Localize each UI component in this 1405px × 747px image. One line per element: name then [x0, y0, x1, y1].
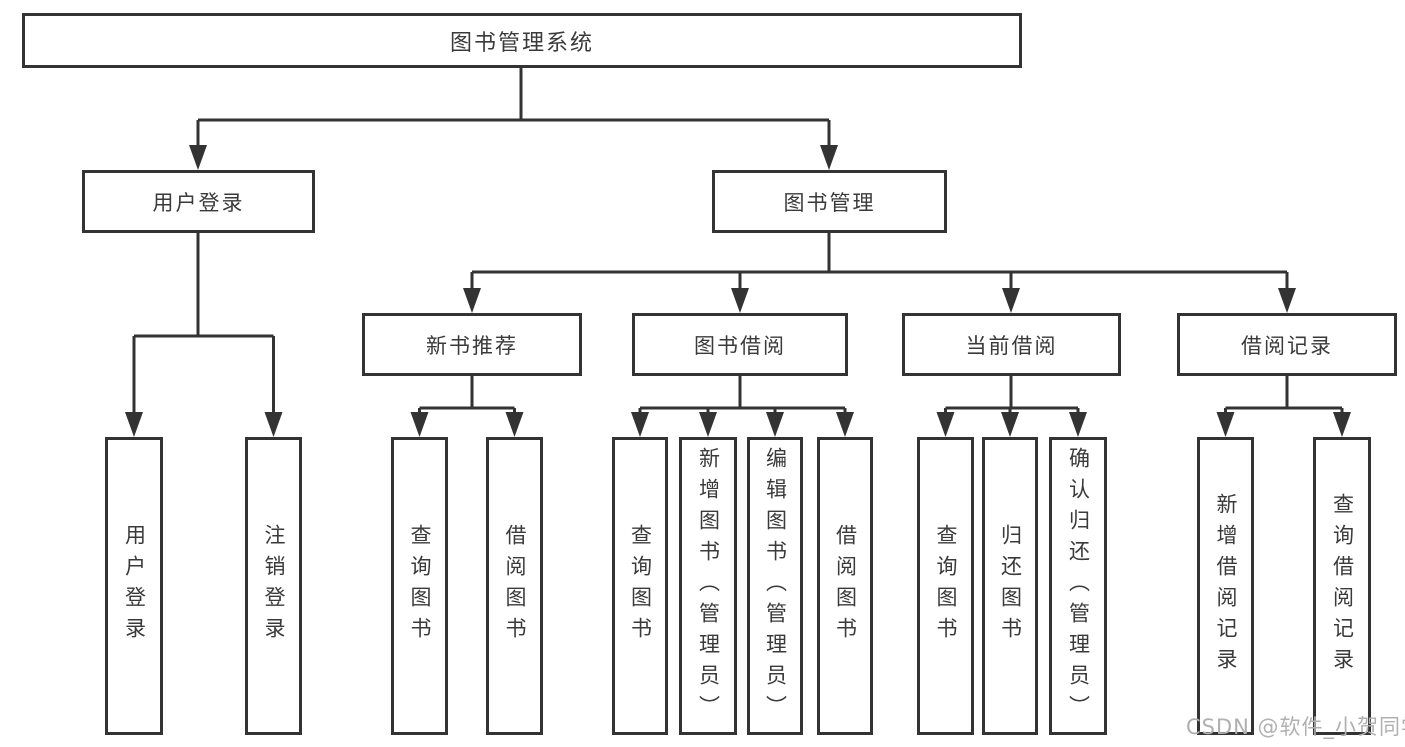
- leaf-user-login: 用户登录: [105, 437, 163, 735]
- connector-user-login-to-leaves: [132, 233, 275, 415]
- node-borrow-records: 借阅记录: [1177, 313, 1397, 376]
- node-user-login: 用户登录: [82, 170, 315, 233]
- csdn-watermark: CSDN @软件_小贺同学: [1186, 715, 1405, 739]
- leaf-cb-confirm-return-admin-label: 确认归还（管理员）: [1066, 446, 1091, 726]
- node-current-borrow-label: 当前借阅: [965, 333, 1058, 358]
- leaf-br-add-record: 新增借阅记录: [1197, 437, 1254, 735]
- node-user-login-label: 用户登录: [152, 190, 245, 215]
- leaf-nbr-borrow-books: 借阅图书: [486, 437, 543, 735]
- connector-root-to-level2: [196, 68, 831, 148]
- node-book-borrow-label: 图书借阅: [694, 333, 786, 358]
- node-borrow-records-label: 借阅记录: [1241, 333, 1333, 358]
- leaf-nbr-query-books: 查询图书: [391, 437, 448, 735]
- leaf-bb-borrow-books-label: 借阅图书: [833, 524, 858, 648]
- node-new-book-recommend: 新书推荐: [362, 313, 582, 376]
- leaf-bb-add-books-admin-label: 新增图书（管理员）: [696, 446, 721, 726]
- leaf-bb-query-books-label: 查询图书: [628, 524, 653, 648]
- node-library-management-system: 图书管理系统: [22, 13, 1022, 68]
- node-library-management-system-label: 图书管理系统: [449, 30, 594, 56]
- leaf-bb-add-books-admin: 新增图书（管理员）: [679, 437, 737, 735]
- node-current-borrow: 当前借阅: [902, 313, 1121, 376]
- leaf-nbr-borrow-books-label: 借阅图书: [503, 524, 527, 648]
- node-new-book-recommend-label: 新书推荐: [426, 333, 518, 358]
- leaf-nbr-query-books-label: 查询图书: [408, 524, 432, 648]
- leaf-logout: 注销登录: [245, 437, 302, 735]
- node-book-borrow: 图书借阅: [632, 313, 848, 376]
- leaf-bb-edit-books-admin-label: 编辑图书（管理员）: [763, 446, 788, 726]
- leaf-bb-query-books: 查询图书: [612, 437, 668, 735]
- connector-current-borrow-to-leaves: [944, 376, 1080, 415]
- leaf-logout-label: 注销登录: [262, 524, 286, 648]
- node-book-management-label: 图书管理: [783, 190, 876, 215]
- node-book-management: 图书管理: [712, 170, 947, 233]
- leaf-bb-edit-books-admin: 编辑图书（管理员）: [747, 437, 803, 735]
- leaf-bb-borrow-books: 借阅图书: [817, 437, 873, 735]
- connector-borrow-records-to-leaves: [1224, 376, 1344, 415]
- connector-book-borrow-to-leaves: [638, 376, 847, 415]
- leaf-br-query-record-label: 查询借阅记录: [1330, 493, 1355, 679]
- leaf-user-login-label: 用户登录: [122, 524, 147, 648]
- leaf-br-query-record: 查询借阅记录: [1313, 437, 1371, 735]
- connector-book-management-to-level3: [470, 233, 1289, 291]
- leaf-br-add-record-label: 新增借阅记录: [1214, 493, 1238, 679]
- leaf-cb-query-books: 查询图书: [917, 437, 974, 735]
- arrowheads: [125, 145, 1351, 437]
- leaf-cb-return-books: 归还图书: [982, 437, 1038, 735]
- connector-new-book-recommend-to-leaves: [418, 376, 516, 415]
- leaf-cb-query-books-label: 查询图书: [934, 524, 958, 648]
- leaf-cb-confirm-return-admin: 确认归还（管理员）: [1049, 437, 1107, 735]
- leaf-cb-return-books-label: 归还图书: [998, 524, 1023, 648]
